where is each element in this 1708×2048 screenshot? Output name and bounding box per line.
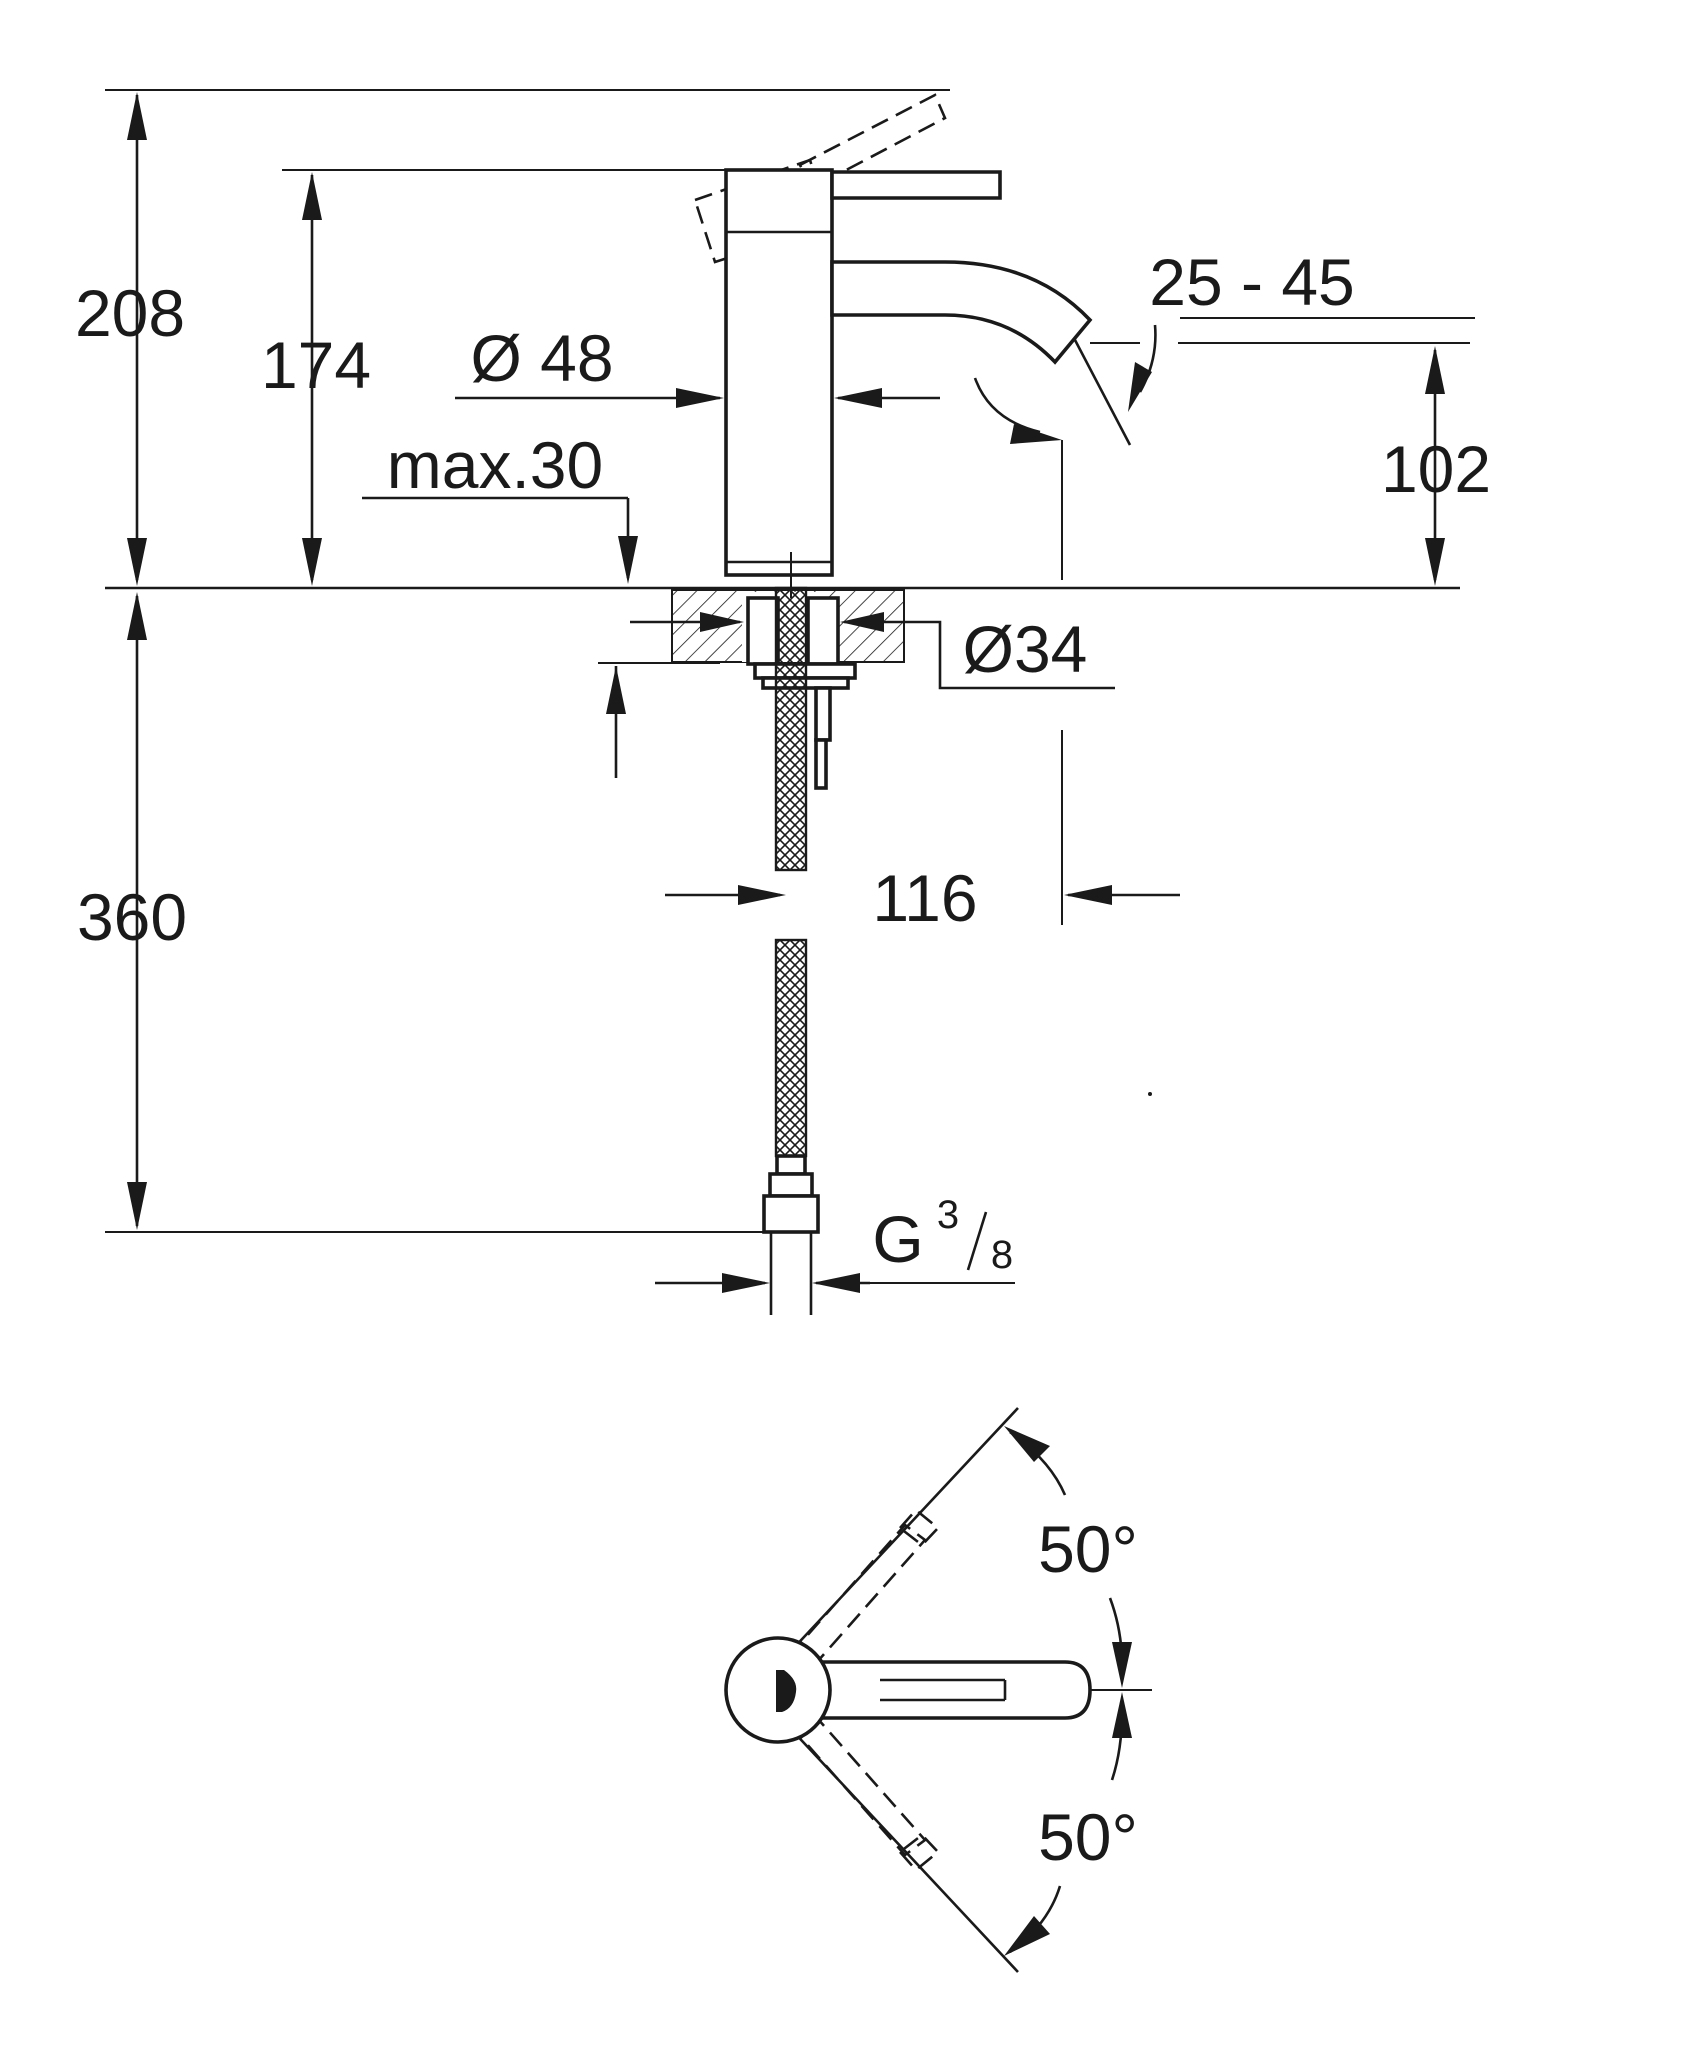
top-view: 50° 50° [724, 1407, 1152, 1973]
lever-dashed-lower [788, 1708, 940, 1872]
body-diameter-label: Ø 48 [470, 321, 613, 395]
lever-top [798, 1660, 1152, 1720]
max-thickness-label: max.30 [387, 428, 603, 502]
dim-spout-height: 102 [1090, 342, 1491, 586]
connection-thread-main: G [872, 1202, 923, 1276]
lever-angle-bottom-label: 50° [1038, 1800, 1138, 1874]
dim-spout-reach: 116 [665, 440, 1180, 935]
faucet-body [724, 168, 1093, 577]
dim-hole-diameter: Ø34 [630, 612, 1115, 690]
dim-body-diameter: Ø 48 [455, 321, 940, 408]
spout-height-label: 102 [1381, 432, 1491, 506]
dim-angle-range: 25 - 45 [973, 245, 1475, 446]
dim-body-height: 174 [261, 169, 728, 586]
dim-overall-height: 208 [75, 89, 950, 586]
hole-diameter-label: Ø34 [963, 612, 1088, 686]
spout-reach-label: 116 [872, 861, 977, 935]
braided-hose [762, 552, 820, 1315]
lever-angle-top-label: 50° [1038, 1512, 1138, 1586]
side-view: 208 174 [75, 89, 1491, 1315]
dim-hose-length: 360 [77, 592, 770, 1233]
connection-thread-num: 3 [937, 1193, 959, 1237]
stray-dot [1148, 1092, 1152, 1096]
hose-length-label: 360 [77, 880, 187, 954]
dim-connection-thread: G 3 8 [655, 1193, 1015, 1293]
angle-range-label: 25 - 45 [1149, 245, 1354, 319]
body-height-label: 174 [261, 328, 371, 402]
aerator-mark [776, 1670, 797, 1712]
lever-dashed-upper [788, 1508, 940, 1672]
dim-max-thickness: max.30 [362, 428, 720, 778]
overall-height-label: 208 [75, 276, 185, 350]
connection-thread-den: 8 [991, 1233, 1013, 1277]
